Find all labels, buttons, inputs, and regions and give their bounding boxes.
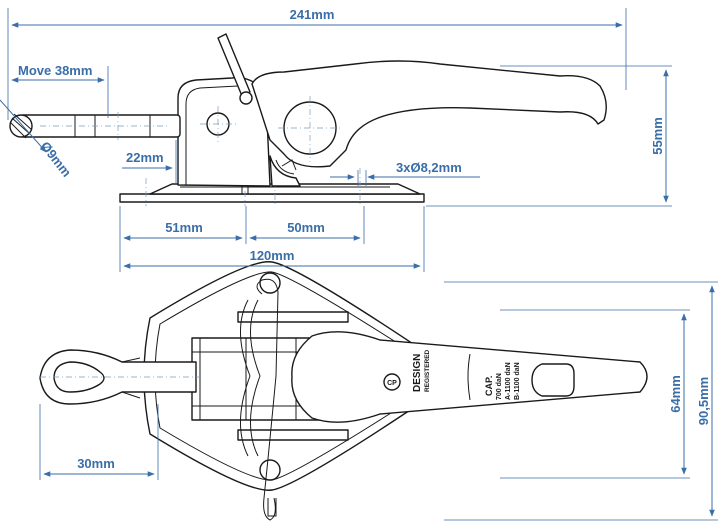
label-eye-width: 30mm <box>77 456 115 471</box>
dimension-lines <box>0 8 718 521</box>
side-view <box>9 33 607 206</box>
eye-bolt <box>39 349 200 405</box>
top-hole-1 <box>259 272 281 294</box>
base-plate <box>119 193 425 203</box>
cap-text-2: 700 daN <box>496 373 503 400</box>
cap-text-3: A-1100 daN <box>505 362 512 400</box>
design-logo <box>383 373 401 391</box>
cap-text-4: B-1100 daN <box>514 362 521 400</box>
safety-wire <box>256 278 279 521</box>
design-stamp: DESIGN REGISTERED <box>412 349 431 392</box>
label-outer-width: 90,5mm <box>696 377 711 425</box>
sliding-bolt <box>9 112 181 140</box>
label-overall-length: 241mm <box>290 7 335 22</box>
label-base-length: 120mm <box>250 248 295 263</box>
design-text-2: REGISTERED <box>424 349 431 392</box>
label-inner-width: 64mm <box>668 375 683 413</box>
label-move: Move 38mm <box>18 63 92 78</box>
cap-text-1: CAP. <box>484 376 494 396</box>
label-offset: 22mm <box>126 150 164 165</box>
label-height: 55mm <box>650 117 665 155</box>
label-holes: 3xØ8,2mm <box>396 160 462 175</box>
label-hole-spacing-2: 50mm <box>287 220 325 235</box>
label-hole-spacing-1: 51mm <box>165 220 203 235</box>
lever-handle <box>251 60 607 168</box>
lever-top <box>291 331 648 423</box>
top-view: CP <box>39 261 648 521</box>
svg-text:CP: CP <box>387 380 397 387</box>
capacity-stamp: CAP. 700 daN A-1100 daN B-1100 daN <box>484 362 521 400</box>
top-hole-2 <box>259 459 281 481</box>
label-pin-diameter: Ø9mm <box>38 139 75 180</box>
handle-slot <box>531 363 575 397</box>
safety-pin <box>217 33 253 105</box>
design-text-1: DESIGN <box>412 354 423 392</box>
